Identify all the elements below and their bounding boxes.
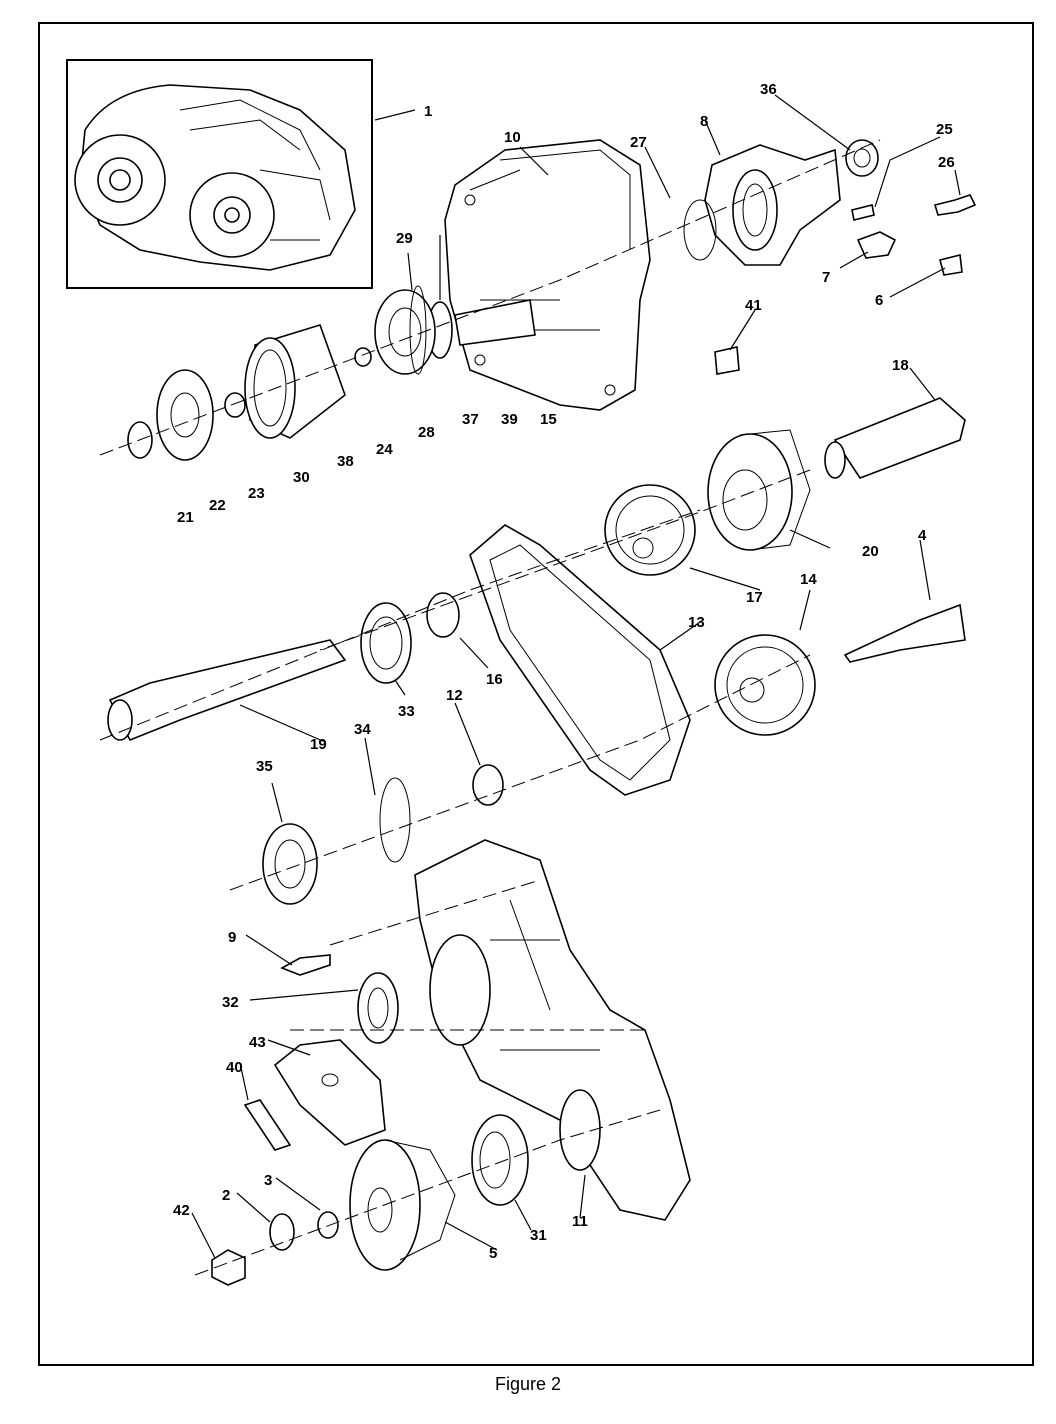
label-20: 20 [862,543,879,560]
extension-housing-8 [704,144,841,266]
label-7: 7 [822,269,830,286]
o-ring-27 [683,199,717,261]
label-8: 8 [700,113,708,130]
diagram-frame [38,22,1034,1366]
sprocket-14 [714,634,816,736]
label-12: 12 [446,687,463,704]
label-33: 33 [398,703,415,720]
small-parts-top-right [714,139,977,375]
assembly-inset [66,59,373,289]
label-26: 26 [938,154,955,171]
label-35: 35 [256,758,273,775]
label-9: 9 [228,929,236,946]
clutch-drum-20 [707,429,811,551]
label-17: 17 [746,589,763,606]
label-1: 1 [424,103,432,120]
label-39: 39 [501,411,518,428]
leader-lines [191,94,961,1259]
label-43: 43 [249,1034,266,1051]
label-19: 19 [310,736,327,753]
label-41: 41 [745,297,762,314]
bracket-43 [273,1039,386,1146]
label-2: 2 [222,1187,230,1204]
figure-caption: Figure 2 [494,1374,562,1394]
label-34: 34 [354,721,371,738]
label-24: 24 [376,441,393,458]
label-11: 11 [572,1213,588,1230]
spacer-40 [243,1099,292,1151]
label-40: 40 [226,1059,243,1076]
shaft-4 [843,603,966,663]
label-13: 13 [688,614,705,631]
input-shaft-assembly [354,285,536,375]
label-42: 42 [173,1202,190,1219]
label-32: 32 [222,994,239,1011]
label-31: 31 [530,1227,547,1244]
part-labels: 1 2 3 4 5 6 7 8 9 10 11 12 13 14 15 16 1… [173,81,955,1262]
label-38: 38 [337,453,354,470]
label-3: 3 [264,1172,272,1189]
drive-chain-13 [469,524,691,796]
label-15: 15 [540,411,557,428]
bearings-row [262,592,504,905]
label-22: 22 [209,497,226,514]
label-27: 27 [630,134,647,151]
output-shaft-18 [824,397,966,479]
label-16: 16 [486,671,503,688]
label-29: 29 [396,230,413,247]
planetary-assembly [127,324,346,461]
label-21: 21 [177,509,194,526]
label-36: 36 [760,81,777,98]
label-25: 25 [936,121,953,138]
label-18: 18 [892,357,909,374]
label-4: 4 [918,527,927,544]
label-37: 37 [462,411,479,428]
label-28: 28 [418,424,435,441]
assembly-axis-lines [99,139,881,1276]
case-half-10 [444,139,651,411]
label-14: 14 [800,571,817,588]
label-5: 5 [489,1245,497,1262]
label-30: 30 [293,469,310,486]
label-6: 6 [875,292,883,309]
label-10: 10 [504,129,521,146]
label-23: 23 [248,485,265,502]
